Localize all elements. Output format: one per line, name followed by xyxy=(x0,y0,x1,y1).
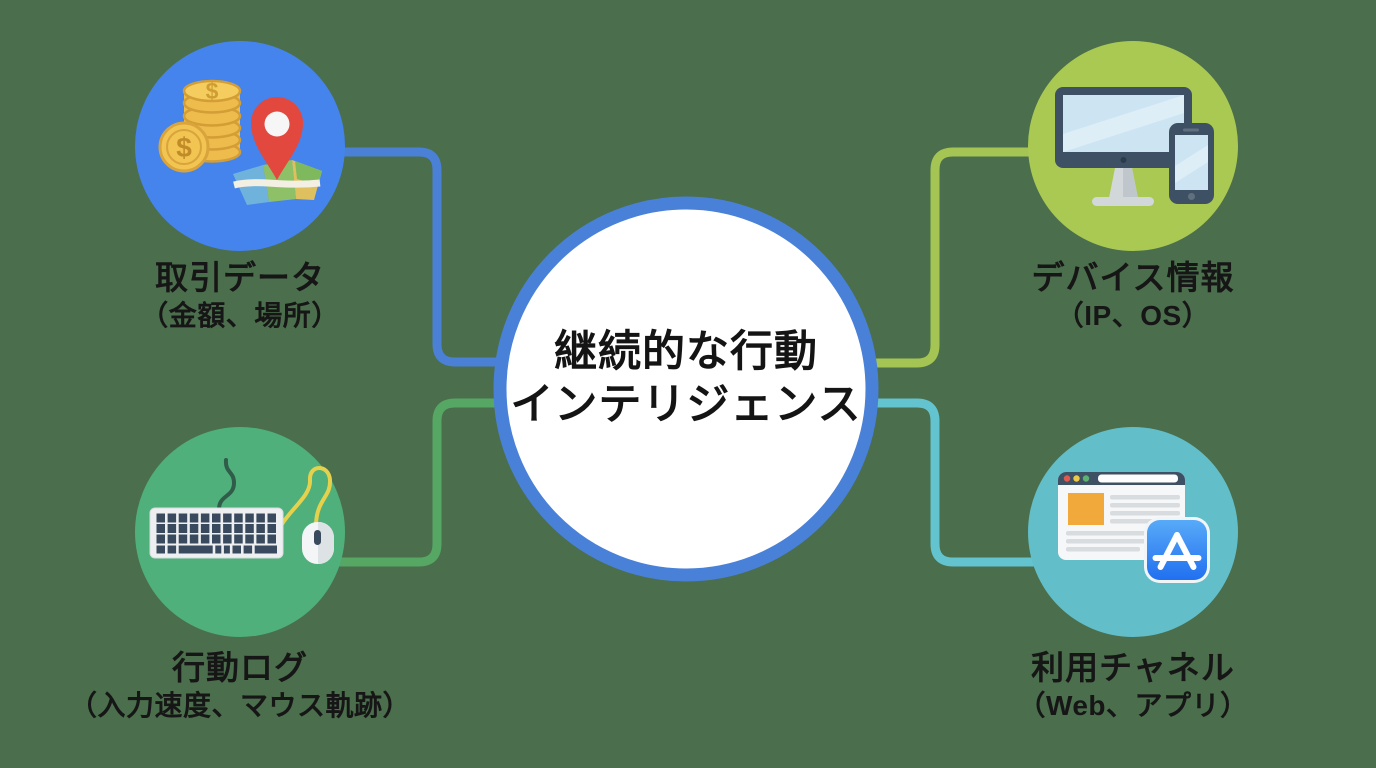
app-store-icon xyxy=(1144,517,1210,583)
location-pin-icon xyxy=(251,97,303,180)
keyboard-cable xyxy=(217,458,237,511)
connectors xyxy=(245,147,1128,567)
monitor-icon xyxy=(1055,87,1192,206)
connector-device-info xyxy=(812,147,1128,368)
keyboard-mouse-icon xyxy=(149,458,334,564)
smartphone-icon xyxy=(1169,123,1214,204)
coin-dollar-symbol: $ xyxy=(206,78,219,104)
mouse-icon xyxy=(302,522,334,564)
center-node-circle xyxy=(493,196,879,582)
keyboard-icon xyxy=(149,507,284,559)
connector-behavior-log xyxy=(245,398,560,567)
connector-transaction-data xyxy=(245,147,560,367)
coin-dollar-symbol: $ xyxy=(176,132,192,163)
map-graphic xyxy=(233,160,322,205)
connector-usage-channel xyxy=(812,398,1128,567)
mouse-cable xyxy=(280,466,333,526)
money-location-icon: $ $ xyxy=(158,78,322,205)
browser-appstore-icon xyxy=(1058,472,1210,583)
devices-icon xyxy=(1055,87,1214,206)
